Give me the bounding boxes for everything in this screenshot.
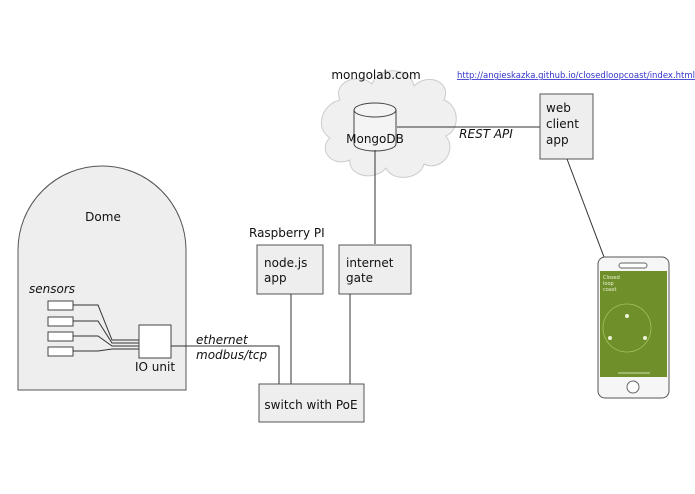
client-phone-connector: [566, 158, 605, 258]
sensor-wire-3: [73, 335, 139, 347]
io-unit-box: [138, 324, 172, 359]
phone-screen-dot-1: [625, 314, 629, 318]
nodejs-line1: node.js: [264, 256, 307, 270]
sensor-wire-4: [73, 348, 139, 352]
phone-screen-line2: loop: [603, 281, 614, 287]
smartphone-icon: Closed loop coast: [597, 256, 670, 399]
sensor-4: [47, 346, 74, 357]
ethernet-label-line1: ethernet: [196, 333, 249, 347]
phone-screen-line1: Closed: [603, 275, 620, 281]
nodejs-app-box: node.js app: [256, 244, 324, 295]
url-link[interactable]: http://angieskazka.github.io/closedloopc…: [457, 71, 695, 81]
sensor-3: [47, 331, 74, 342]
sensor-2: [47, 316, 74, 327]
switch-box: switch with PoE: [258, 383, 365, 423]
phone-screen: [600, 271, 667, 377]
sensor-1: [47, 300, 74, 311]
database-icon: [353, 102, 397, 152]
ethernet-label-line2: modbus/tcp: [196, 348, 267, 362]
dome-enclosure: Dome sensors IO unit: [17, 165, 187, 391]
cloud-title: mongolab.com: [331, 68, 420, 82]
web-client-line1: web: [546, 101, 571, 115]
sensor-wire-1: [73, 304, 139, 341]
phone-screen-dot-3: [643, 336, 647, 340]
gate-line1: internet: [346, 256, 394, 270]
sensors-label: sensors: [29, 282, 75, 296]
web-client-line2: client: [546, 117, 579, 131]
ethernet-connector: [171, 345, 280, 384]
db-label: MongoDB: [346, 132, 404, 146]
nodejs-line2: app: [264, 271, 287, 285]
web-client-box: web client app: [539, 93, 594, 160]
io-unit-label: IO unit: [135, 360, 175, 374]
phone-screen-ring: [602, 303, 652, 353]
internet-gate-box: internet gate: [338, 244, 412, 295]
phone-screen-line3: coast: [603, 287, 616, 293]
sensor-wire-2: [73, 320, 139, 344]
phone-speaker: [618, 262, 648, 269]
mongolab-cloud: mongolab.com MongoDB: [320, 68, 457, 178]
web-client-line3: app: [546, 133, 569, 147]
phone-screen-dot-2: [608, 336, 612, 340]
phone-home-button: [626, 380, 640, 394]
gate-line2: gate: [346, 271, 373, 285]
raspberry-title: Raspberry PI: [249, 226, 325, 240]
rest-api-label: REST API: [459, 127, 513, 141]
switch-label: switch with PoE: [264, 398, 357, 412]
dome-title: Dome: [85, 210, 121, 224]
